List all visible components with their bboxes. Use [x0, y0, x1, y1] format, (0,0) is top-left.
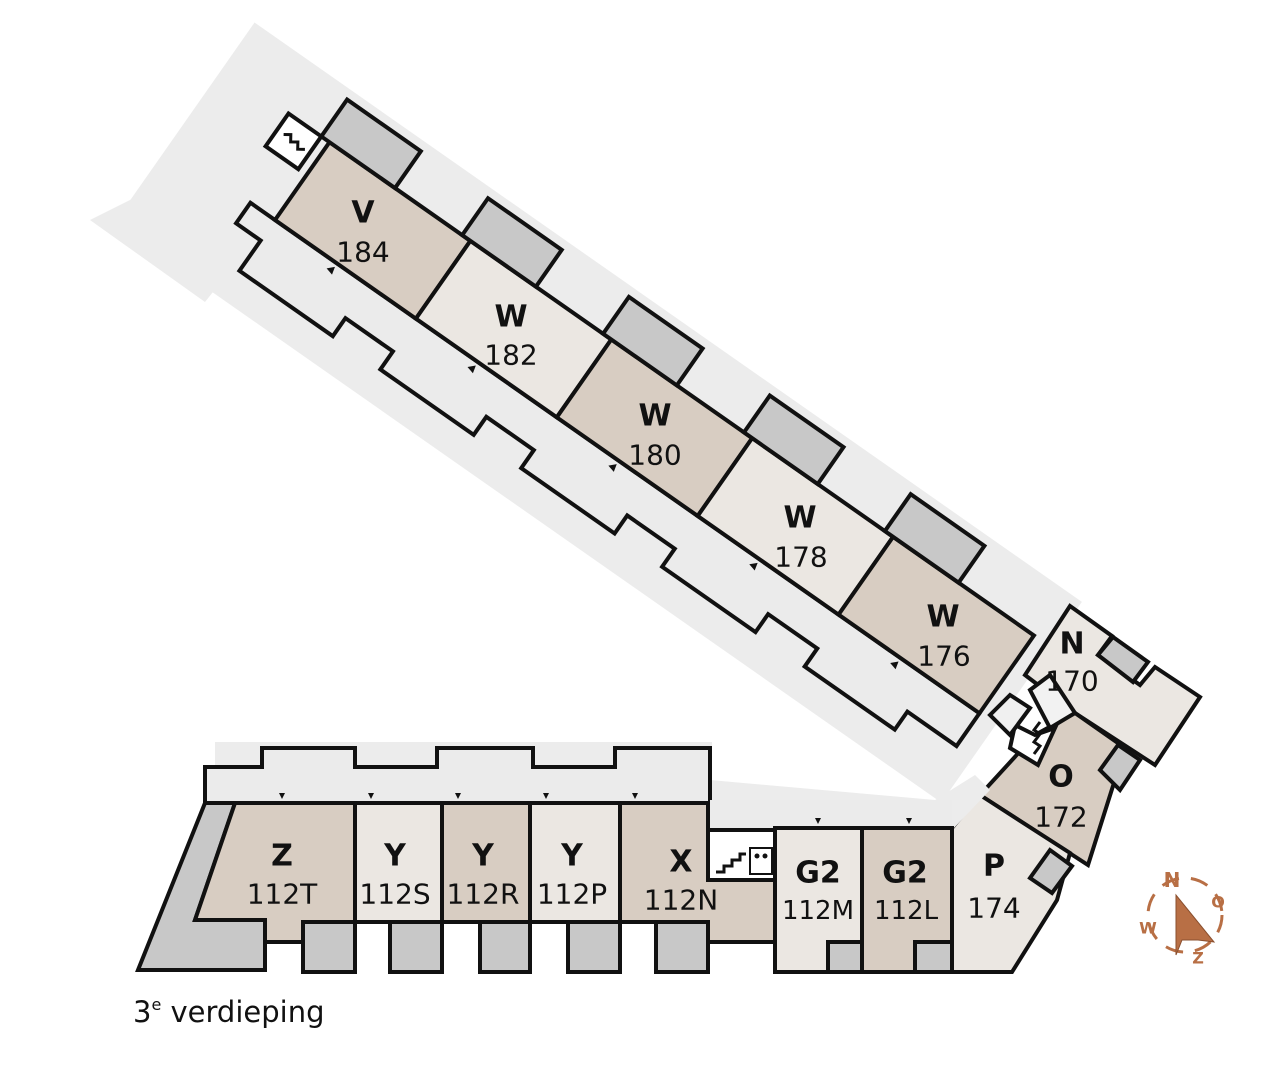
stairwell-east: [1007, 722, 1059, 768]
balcony: [882, 491, 988, 586]
unit-letter: G2: [795, 856, 841, 891]
unit-letter: W: [783, 501, 816, 536]
balcony: [301, 920, 357, 974]
unit-letter: W: [494, 300, 527, 335]
unit-number: 170: [1045, 665, 1098, 698]
balcony: [1097, 742, 1143, 794]
stairs-icon: [716, 852, 746, 874]
unit-letter: Y: [471, 839, 495, 874]
door-marker: [749, 562, 758, 571]
unit-number: 112M: [782, 896, 854, 926]
unit-letter: O: [1048, 760, 1074, 795]
door-marker: [467, 365, 476, 374]
unit-number: 112N: [644, 884, 718, 917]
toilet-icon: [749, 847, 773, 875]
landing: [987, 692, 1033, 739]
corridor-north-wing: [233, 200, 983, 749]
unit-number: 178: [774, 541, 827, 574]
unit-letter: N: [1059, 627, 1084, 662]
compass-ring: [1146, 876, 1224, 954]
balcony: [1027, 847, 1075, 896]
north-wing: [114, 22, 1082, 803]
balcony: [566, 920, 622, 974]
floor-label: 3e verdieping: [133, 995, 325, 1029]
balcony: [913, 940, 954, 974]
unit-letter: W: [638, 399, 671, 434]
unit-number: 112R: [447, 878, 520, 911]
unit-number: 112L: [874, 896, 939, 926]
unit-number: 182: [484, 339, 537, 372]
north-arrow-icon: [1175, 893, 1216, 956]
unit-letter: X: [669, 845, 692, 880]
toilet-icon-female: [762, 853, 768, 859]
unit-letter: Z: [271, 839, 293, 874]
balcony: [654, 920, 710, 974]
door-marker: [890, 661, 899, 670]
unit-number: 184: [336, 236, 389, 269]
compass-east: O: [1211, 893, 1225, 912]
unit-number: 112P: [537, 878, 607, 911]
unit-letter: Y: [560, 839, 584, 874]
compass-north: N: [1164, 868, 1181, 892]
balcony: [600, 294, 706, 389]
unit-176[interactable]: [835, 534, 1037, 717]
door-marker: [608, 464, 617, 472]
stairs-icon: [283, 132, 305, 151]
balcony: [478, 920, 532, 974]
balcony: [741, 392, 847, 487]
lift: [1027, 672, 1078, 731]
compass: N O Z W: [1139, 868, 1225, 968]
toilet-icon-male: [754, 853, 760, 859]
balcony: [826, 940, 864, 974]
unit-number: 174: [967, 892, 1020, 925]
unit-labels: V 184 W 182 W 180 W 178 W 176 N 170 O 17…: [247, 196, 1099, 927]
unit-letter: Y: [383, 839, 407, 874]
unit-letter: G2: [882, 856, 928, 891]
unit-letter: P: [983, 849, 1005, 884]
compass-south: Z: [1192, 949, 1204, 968]
balcony: [318, 96, 424, 191]
balcony: [1095, 634, 1151, 685]
stairs-icon: [1031, 721, 1043, 755]
door-markers-south: [279, 793, 912, 824]
unit-number: 112T: [247, 878, 318, 911]
corridor-south-east: [710, 800, 952, 830]
balcony: [459, 195, 565, 290]
door-marker: [326, 266, 335, 275]
unit-letter: W: [926, 600, 959, 635]
balcony: [388, 920, 444, 974]
unit-number: 180: [628, 439, 681, 472]
unit-112S[interactable]: [353, 801, 444, 924]
unit-number: 176: [917, 640, 970, 673]
unit-number: 112S: [359, 878, 430, 911]
unit-letter: V: [351, 196, 375, 231]
unit-number: 172: [1034, 801, 1087, 834]
corridor-south-wing: [203, 746, 712, 805]
compass-west: W: [1139, 919, 1157, 938]
